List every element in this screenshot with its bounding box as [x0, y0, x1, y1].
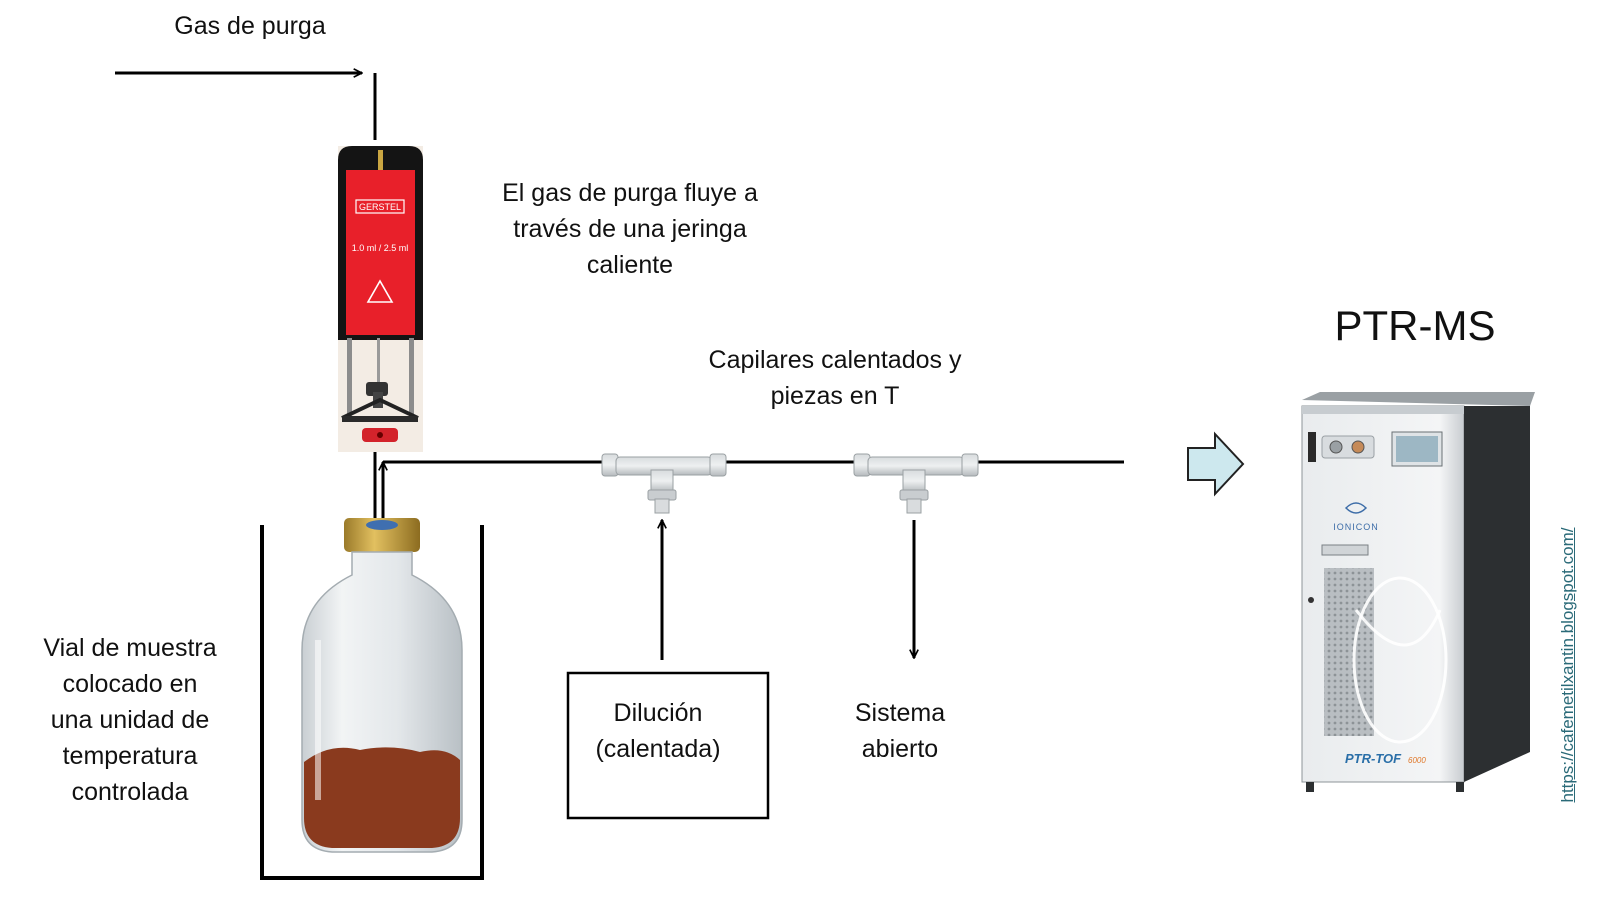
- open-system-label-line-2: abierto: [861, 735, 939, 763]
- vial-note-line-2: colocado en: [62, 670, 198, 698]
- syringe-note: El gas de purga fluye a través de una je…: [480, 175, 780, 283]
- vial-note-line-4: temperatura: [62, 742, 198, 770]
- vial-note-line-3: una unidad de: [50, 706, 210, 734]
- purge-gas-label-text: Gas de purga: [174, 12, 326, 40]
- syringe-heater-body: [346, 170, 415, 335]
- syringe-volume-text: 1.0 ml / 2.5 ml: [352, 243, 409, 253]
- capillaries-note-line-2: piezas en T: [770, 382, 900, 410]
- purge-gas-label: Gas de purga: [120, 8, 380, 44]
- dilution-label-line-2: (calentada): [595, 735, 721, 763]
- coffee-sample: [304, 747, 460, 848]
- flow-direction-arrow-icon: [1187, 431, 1245, 497]
- ptr-ms-instrument: IONICON PTR-TOF 6000: [1301, 392, 1535, 792]
- syringe-note-line-3: caliente: [586, 251, 674, 279]
- tee-piece-dilution: [601, 453, 727, 514]
- tee-piece-open-system: [853, 453, 979, 514]
- instrument-model-number: 6000: [1408, 756, 1426, 765]
- vial-note-line-1: Vial de muestra: [43, 634, 217, 662]
- instrument-brand-text: IONICON: [1333, 522, 1379, 532]
- syringe-note-line-1: El gas de purga fluye a: [502, 179, 758, 207]
- capillaries-note: Capilares calentados y piezas en T: [665, 342, 1005, 414]
- vial-note-line-5: controlada: [71, 778, 189, 806]
- syringe-note-line-2: través de una jeringa: [513, 215, 747, 243]
- source-url-watermark[interactable]: https://cafemetilxantin.blogspot.com/: [1558, 527, 1577, 803]
- sample-vial: [301, 518, 463, 853]
- capillaries-note-line-1: Capilares calentados y: [708, 346, 962, 374]
- vial-note: Vial de muestra colocado en una unidad d…: [10, 630, 250, 810]
- instrument-model-text: PTR-TOF: [1345, 751, 1402, 766]
- hot-surface-warning-icon: [366, 279, 394, 303]
- open-system-label-line-1: Sistema: [854, 699, 946, 727]
- ventilation-grille: [1324, 568, 1374, 736]
- syringe-brand-plate: [355, 199, 405, 214]
- instrument-title: PTR-MS: [1334, 302, 1496, 349]
- syringe-brand-text: GERSTEL: [359, 202, 401, 212]
- dilution-box: [566, 671, 770, 820]
- dilution-label-line-1: Dilución: [613, 699, 703, 727]
- dilution-label: Dilución (calentada): [563, 695, 753, 767]
- temperature-unit-outline: [260, 525, 484, 880]
- open-system-label: Sistema abierto: [820, 695, 980, 767]
- heated-syringe: GERSTEL 1.0 ml / 2.5 ml: [338, 146, 423, 452]
- purge-gas-line: [115, 73, 377, 140]
- ionicon-logo-icon: [1344, 502, 1368, 514]
